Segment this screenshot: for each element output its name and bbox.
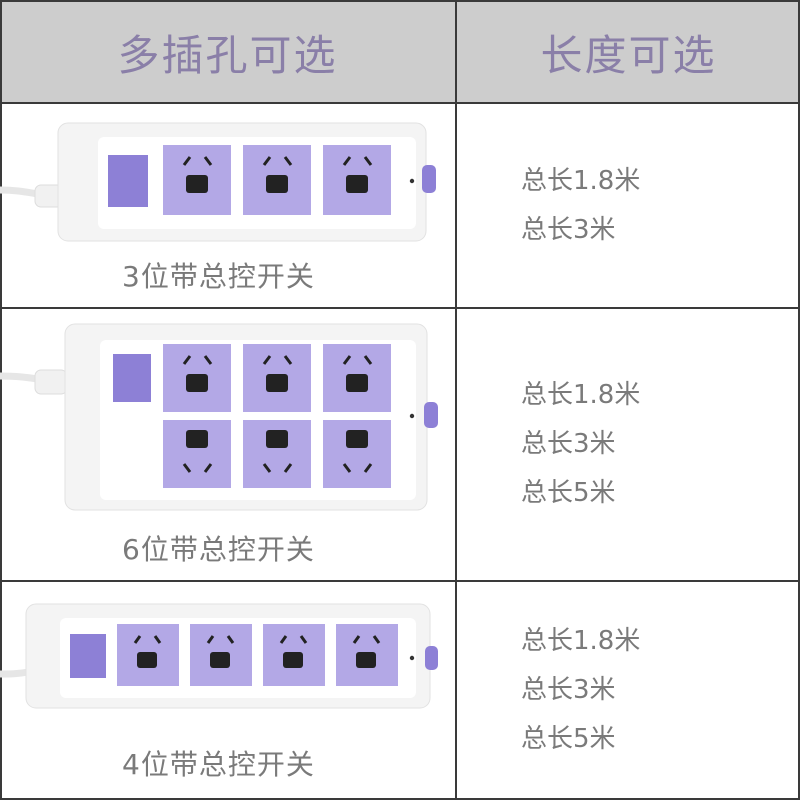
row-3-lengths: 总长1.8米 总长3米 总长5米 [457, 582, 800, 798]
socket-icon [323, 344, 391, 412]
socket-icon [263, 624, 325, 686]
socket-icon [323, 420, 391, 488]
socket-icon [163, 344, 231, 412]
length-option: 总长5米 [521, 723, 616, 754]
length-option: 总长3米 [521, 214, 616, 245]
socket-icon [117, 624, 179, 686]
power-strip-4-image [0, 603, 438, 709]
row-1-caption: 3位带总控开关 [122, 260, 315, 293]
socket-icon [163, 145, 231, 215]
power-strip-6-image [0, 323, 438, 511]
socket-icon [190, 624, 252, 686]
grid-line [0, 798, 800, 800]
socket-icon [243, 420, 311, 488]
row-3-caption: 4位带总控开关 [122, 748, 315, 781]
socket-icon [323, 145, 391, 215]
row-2-caption: 6位带总控开关 [122, 533, 315, 566]
row-2-lengths: 总长1.8米 总长3米 总长5米 [457, 309, 800, 580]
length-option: 总长5米 [521, 478, 616, 508]
length-option: 总长1.8米 [521, 380, 641, 410]
grid-line [0, 102, 800, 104]
socket-icon [163, 420, 231, 488]
grid-line [0, 307, 800, 309]
row-1-lengths: 总长1.8米 总长3米 [457, 104, 800, 307]
grid-line [798, 0, 800, 800]
length-option: 总长3米 [521, 674, 616, 705]
socket-icon [243, 344, 311, 412]
header-length: 长度可选 [540, 30, 717, 80]
grid-line [0, 0, 2, 800]
grid-line [455, 0, 457, 800]
grid-line [0, 580, 800, 582]
length-option: 总长1.8米 [521, 165, 641, 196]
length-option: 总长1.8米 [521, 625, 641, 656]
header-multi-socket: 多插孔可选 [117, 30, 338, 80]
table-header [0, 0, 800, 104]
power-strip-3-image [0, 122, 436, 242]
length-option: 总长3米 [521, 429, 616, 459]
grid-line [0, 0, 800, 2]
socket-icon [243, 145, 311, 215]
socket-icon [336, 624, 398, 686]
